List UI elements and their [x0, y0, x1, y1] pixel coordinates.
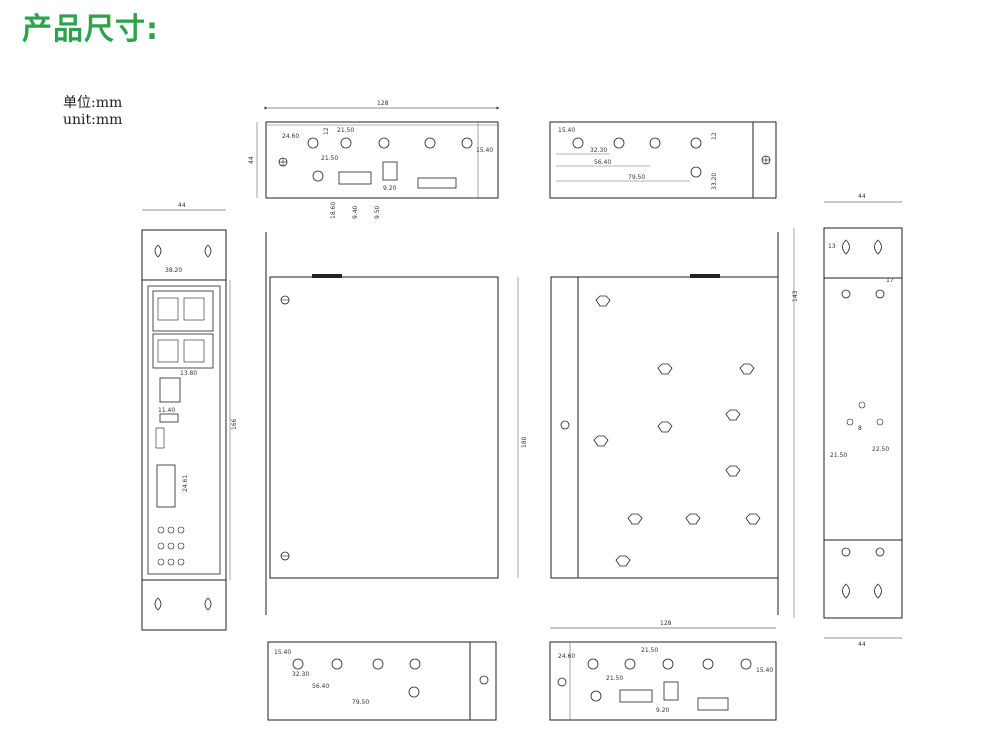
dim-rear-44-b: 44	[858, 641, 866, 648]
dim-21-50-br: 21.50	[641, 647, 658, 654]
dim-166: 166	[231, 418, 238, 430]
dim-56-40-bl: 56.40	[312, 683, 329, 690]
dim-143: 143	[792, 290, 799, 302]
dim-11-40: 11.40	[158, 407, 175, 414]
dim-33-20: 33.20	[711, 173, 718, 190]
dim-21-50: 21.50	[337, 127, 354, 134]
dim-9-40: 9.40	[352, 205, 359, 219]
dim-15-40: 15.40	[476, 147, 493, 154]
unit-label-en: unit:mm	[63, 112, 123, 128]
page-title: 产品尺寸:	[22, 12, 159, 47]
dim-15-40-r: 15.40	[558, 127, 575, 134]
dim-24-60: 24.60	[282, 133, 299, 140]
dim-rear-44: 44	[858, 193, 866, 200]
dim-top-44: 44	[248, 156, 255, 164]
dim-12: 12	[323, 127, 330, 135]
unit-label-cn: 单位:mm	[63, 95, 123, 111]
dim-12-r: 12	[711, 132, 718, 140]
dim-15-40-bl: 15.40	[274, 649, 291, 656]
front-panel-view: 44 38.20 13.80 11.40 24.61 166	[141, 202, 238, 631]
dim-38-20: 38.20	[165, 267, 182, 274]
bottom-view-lower-left: 15.40 32.30 56.40 79.50	[267, 641, 497, 721]
right-side-view: 180	[517, 232, 779, 615]
top-view-upper-left: 128 44 24.60 21.50 21.50 15.40 9.20 12 1…	[248, 100, 500, 219]
dim-180: 180	[521, 436, 528, 448]
dim-15-40-br: 15.40	[756, 667, 773, 674]
dim-front-44: 44	[178, 202, 186, 209]
dim-9-20: 9.20	[383, 185, 397, 192]
left-side-view	[265, 232, 499, 615]
dim-8: 8	[858, 425, 862, 432]
dim-17: 17	[886, 277, 894, 284]
dim-32-30: 32.30	[590, 147, 607, 154]
dim-18-60: 18.60	[330, 202, 337, 219]
dim-13-80: 13.80	[180, 370, 197, 377]
dim-79-50-bl: 79.50	[352, 699, 369, 706]
dim-56-40: 56.40	[594, 159, 611, 166]
dim-9-50: 9.50	[374, 205, 381, 219]
rear-mount-view: 44 8 21.50 22.50 13 17 143 44	[792, 193, 903, 648]
dim-13: 13	[828, 243, 836, 250]
dim-21-50-rear: 21.50	[830, 452, 847, 459]
dim-32-30-bl: 32.30	[292, 671, 309, 678]
dim-bottom-128: 128	[660, 620, 672, 627]
dim-top-128: 128	[377, 100, 389, 107]
dim-22-50: 22.50	[872, 446, 889, 453]
top-view-upper-right: 15.40 32.30 56.40 79.50 12 33.20	[549, 121, 777, 199]
bottom-view-lower-right: 128 24.60 21.50 21.50 15.40 9.20	[549, 620, 777, 721]
dim-24-60-br: 24.60	[558, 653, 575, 660]
dim-79-50: 79.50	[628, 174, 645, 181]
dim-24-61: 24.61	[182, 475, 189, 492]
dim-9-20-br: 9.20	[656, 707, 670, 714]
dim-21-50-br-b: 21.50	[606, 675, 623, 682]
dim-21-50-b: 21.50	[321, 155, 338, 162]
